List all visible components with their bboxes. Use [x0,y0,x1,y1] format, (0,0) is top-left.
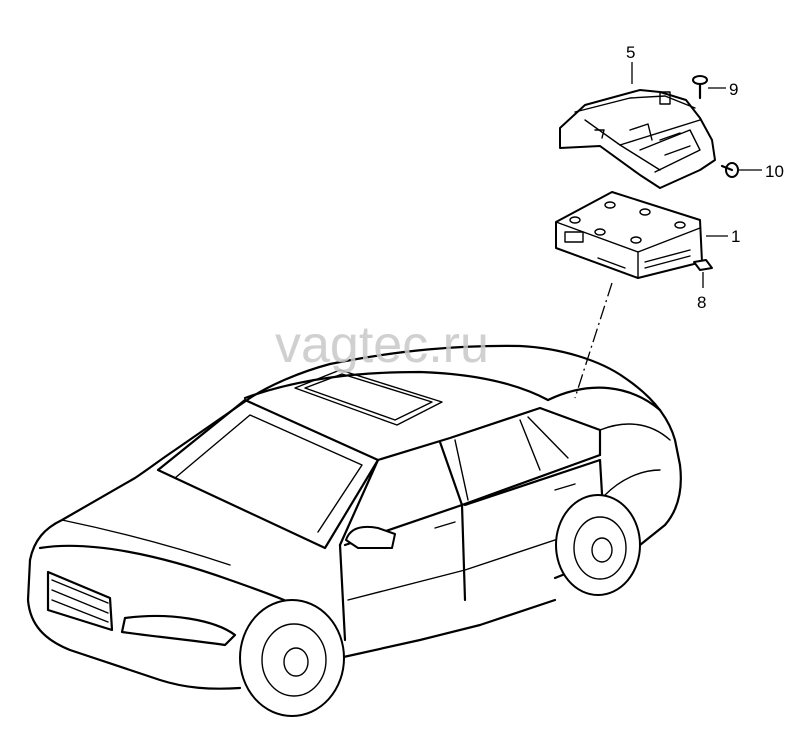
watermark: vagtec.ru [275,316,489,374]
callout-5: 5 [626,43,635,62]
callout-9: 9 [729,80,738,99]
clip-8 [693,259,713,288]
vehicle-illustration [26,344,682,717]
screw-10 [720,162,762,178]
screw-9 [692,75,726,100]
control-module [555,191,703,279]
mounting-bracket [559,89,716,189]
callout-1: 1 [731,227,740,246]
callout-8: 8 [697,293,706,312]
leader-line-module-to-car [574,282,613,399]
callout-10: 10 [765,162,784,181]
